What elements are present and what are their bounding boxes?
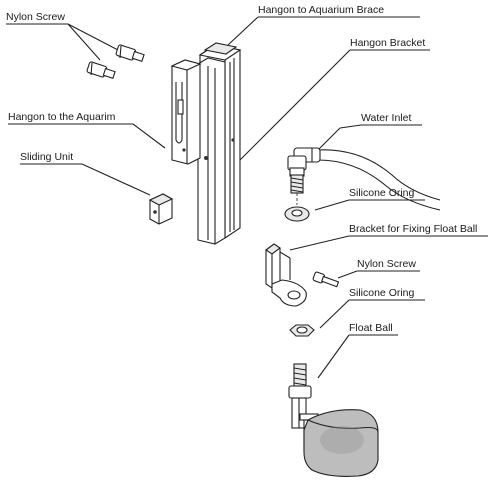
silicone-oring-2 (289, 324, 315, 337)
sliding-unit (148, 193, 174, 225)
label-hangon-brace: Hangon to Aquarium Brace (258, 4, 384, 16)
silicone-oring-1 (284, 206, 310, 222)
float-ball (303, 409, 379, 477)
label-bracket-float-ball: Bracket for Fixing Float Ball (349, 223, 477, 235)
label-silicone-oring-1: Silicone Oring (349, 187, 415, 199)
label-nylon-screw-2: Nylon Screw (357, 258, 416, 270)
label-sliding-unit: Sliding Unit (20, 151, 73, 163)
label-nylon-screw-top: Nylon Screw (6, 11, 65, 23)
nylon-screw-top-a (115, 44, 145, 63)
bracket-float-ball (265, 243, 307, 307)
label-underlines (6, 16, 488, 336)
hangon-to-aquarium (170, 59, 202, 165)
label-hangon-bracket: Hangon Bracket (350, 37, 425, 49)
label-silicone-oring-2: Silicone Oring (349, 287, 415, 299)
nylon-screw-top-b (86, 61, 116, 80)
hangon-bracket (197, 42, 242, 245)
water-inlet (287, 147, 441, 211)
label-hangon-aquarium: Hangon to the Aquarim (8, 111, 116, 123)
nylon-screw-2 (312, 271, 340, 288)
label-float-ball: Float Ball (349, 322, 393, 334)
leader-lines (67, 16, 362, 379)
label-water-inlet: Water Inlet (361, 112, 411, 124)
